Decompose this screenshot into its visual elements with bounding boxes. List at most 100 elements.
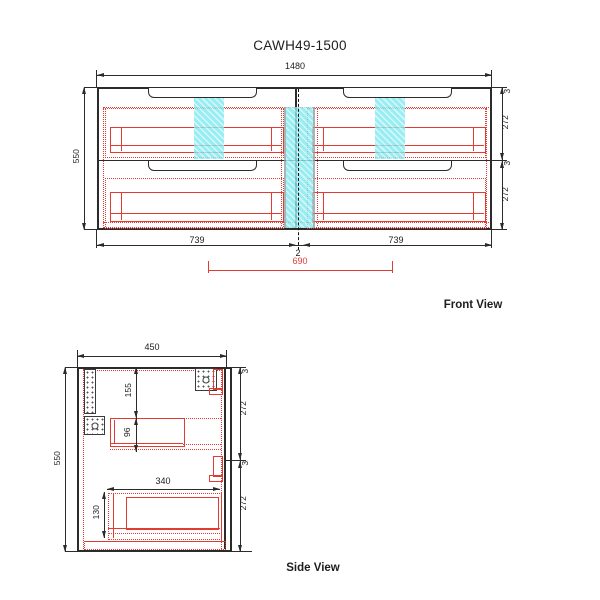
arrow-up-icon: [237, 461, 242, 468]
arrow-up-icon: [237, 367, 242, 374]
extension-line: [65, 551, 83, 552]
drawer-box-cap: [473, 127, 474, 151]
arrow-left-icon: [303, 242, 310, 247]
dim-line-height: [84, 87, 85, 230]
screw-hole-icon: [202, 376, 210, 383]
arrow-right-icon: [220, 353, 227, 358]
drawer-rail-line: [108, 533, 220, 534]
dim-gap-mid: 3: [239, 460, 250, 466]
drawer-box-wall: [113, 493, 114, 538]
dim-gap-top: 3: [501, 88, 512, 94]
arrow-left-icon: [77, 353, 84, 358]
red-tick: [392, 261, 393, 273]
arrow-up-icon: [499, 87, 504, 94]
hidden-top-line: [84, 370, 222, 371]
dim-drawer1-height: 272: [499, 115, 510, 130]
front-fixing-hook-foot: [209, 388, 223, 395]
drawer-handle: [343, 88, 452, 98]
dim-lower-box: 130: [90, 505, 101, 520]
dim-top-offset: 155: [122, 383, 133, 398]
arrow-up-icon: [133, 418, 138, 425]
arrow-down-icon: [81, 223, 86, 230]
drawer-handle: [148, 161, 257, 171]
arrow-up-icon: [133, 367, 138, 374]
hidden-center-line: [281, 108, 282, 226]
dim-line-span: [208, 270, 392, 271]
arrow-up-icon: [101, 492, 106, 499]
arrow-right-icon: [289, 242, 296, 247]
hidden-side-line: [103, 108, 104, 226]
arrow-left-icon: [97, 72, 104, 77]
dim-left-half: 739: [189, 235, 205, 245]
drawer-box-bottom: [110, 213, 282, 214]
drawer-box-cap: [271, 127, 272, 151]
arrow-down-icon: [101, 531, 106, 538]
extension-line: [491, 70, 492, 87]
extension-line: [96, 230, 97, 248]
arrow-right-icon: [485, 72, 492, 77]
mount-strip-right: [375, 97, 405, 159]
dim-right-half: 739: [388, 235, 404, 245]
hidden-center-line: [317, 108, 318, 226]
red-tick: [208, 261, 209, 273]
drawer-box-cap: [271, 192, 272, 220]
arrow-down-icon: [62, 545, 67, 552]
arrow-up-icon: [81, 87, 86, 94]
front-view-label: Front View: [443, 299, 503, 311]
dim-line-upper-box: [136, 418, 137, 452]
dim-line-drawer-depth: [107, 489, 220, 490]
dim-front1-height: 272: [237, 401, 248, 416]
hidden-back-line: [83, 369, 84, 549]
arrow-down-icon: [237, 453, 242, 460]
extension-line: [226, 350, 227, 367]
upper-drawer-box: [110, 418, 185, 447]
dim-line-width: [97, 75, 492, 76]
extension-line: [492, 159, 507, 161]
dim-front-width: 1480: [284, 61, 306, 71]
dim-side-depth: 450: [144, 342, 160, 352]
hidden-front-line: [221, 369, 222, 549]
side-view-label: Side View: [286, 562, 340, 574]
arrow-left-icon: [97, 242, 104, 247]
extension-line: [96, 70, 97, 87]
drawer-box-bottom: [110, 443, 183, 444]
lower-drawer-box: [126, 497, 219, 530]
cabinet-side-outline: [77, 367, 232, 552]
dim-line-offset: [136, 367, 137, 418]
arrow-up-icon: [62, 367, 67, 374]
drawer-bottom-extension: [183, 444, 221, 445]
bottom-panel: [84, 541, 226, 550]
arrow-left-icon: [107, 486, 114, 491]
dim-side-height: 550: [51, 451, 62, 466]
arrow-up-icon: [499, 160, 504, 168]
drawer-handle: [343, 161, 452, 171]
extension-line: [84, 229, 97, 230]
extension-line: [491, 230, 492, 248]
dim-line-height: [65, 367, 66, 552]
mount-strip-left: [194, 97, 224, 159]
drawer-box-cap: [323, 127, 324, 151]
dim-gap-top: 3: [239, 368, 250, 374]
front-fixing-hook: [213, 456, 223, 477]
front-fixing-hook-foot: [209, 475, 223, 482]
drawer-rail-line: [110, 449, 221, 450]
dim-drawer-depth: 340: [155, 476, 171, 486]
dim-center-gap: 2: [295, 248, 301, 258]
dim-upper-box: 96: [121, 427, 132, 437]
drawer-box-cap: [121, 127, 122, 151]
front-fixing-hook: [213, 369, 223, 390]
extension-line: [84, 87, 97, 88]
dim-gap-mid: 3: [501, 160, 512, 166]
extension-line: [77, 350, 78, 367]
hidden-side-line: [486, 108, 487, 226]
drawer-handle: [148, 88, 257, 98]
dim-span: 690: [292, 256, 308, 266]
arrow-down-icon: [499, 223, 504, 230]
extension-line: [65, 367, 77, 368]
mount-strip-center: [284, 107, 315, 228]
wall-bracket-plate: [84, 416, 105, 435]
drawer-box-cap: [323, 192, 324, 220]
drawer-box-bottom: [312, 213, 484, 214]
arrow-down-icon: [237, 545, 242, 552]
